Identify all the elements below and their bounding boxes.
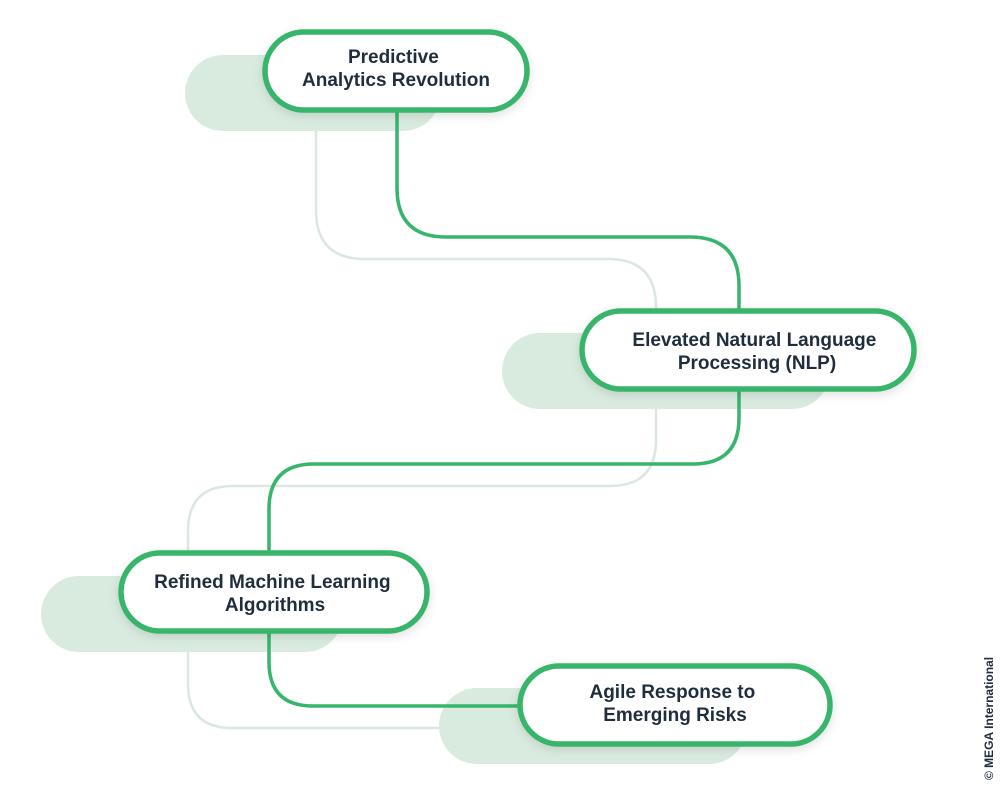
node-2-line-2: Processing (NLP)	[678, 353, 836, 374]
backdrop-connector-2	[186, 409, 658, 576]
node-2-line-1: Elevated Natural Language	[632, 330, 876, 351]
copyright-credit: © MEGA International	[982, 657, 996, 780]
node-predictive-analytics: Predictive Analytics Revolution	[262, 29, 530, 113]
connector-3-4	[267, 631, 520, 708]
svg-text:Predictive Analytics Rev: Predictive Analytics Revolution	[302, 47, 490, 91]
svg-text:Elevated Natural Language: Elevated Natural Language Processing (NL…	[632, 330, 881, 374]
backdrop-connector-1	[314, 131, 658, 333]
backdrop-connector-3	[186, 652, 439, 730]
node-4-line-2: Emerging Risks	[603, 705, 747, 726]
svg-text:Refined Machine Learning: Refined Machine Learning Algorithms	[154, 572, 396, 616]
connector-1-2	[395, 110, 741, 311]
node-1-line-2: Analytics Revolution	[302, 70, 490, 91]
connector-2-3	[267, 389, 741, 553]
node-agile-response: Agile Response to Emerging Risks	[517, 663, 833, 747]
node-1-line-1: Predictive	[348, 47, 439, 68]
node-elevated-nlp: Elevated Natural Language Processing (NL…	[579, 308, 917, 392]
node-3-line-2: Algorithms	[225, 595, 325, 616]
node-refined-ml: Refined Machine Learning Algorithms	[118, 550, 430, 634]
svg-text:Agile Response to Emergi: Agile Response to Emerging Risks	[589, 682, 760, 726]
node-3-line-1: Refined Machine Learning	[154, 572, 390, 593]
node-4-line-1: Agile Response to	[589, 682, 755, 703]
